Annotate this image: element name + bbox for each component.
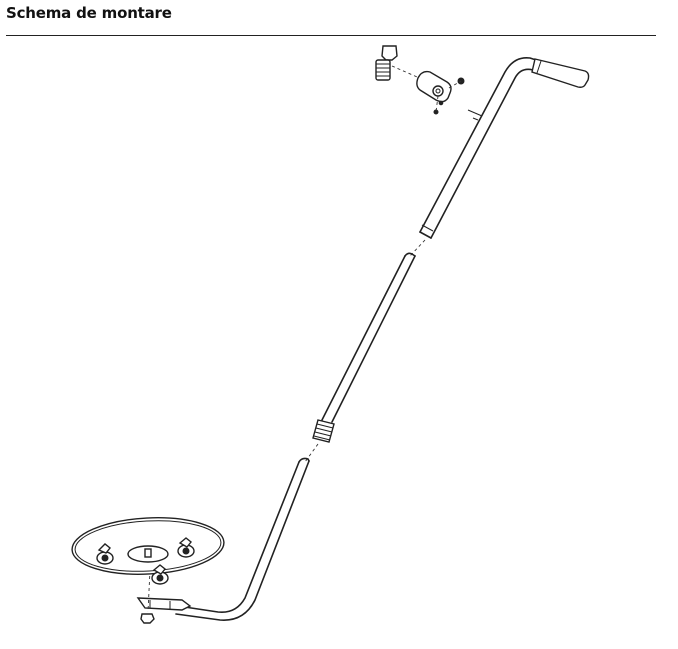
coil-bracket-icon [136,597,192,611]
lock-nut-icon [304,419,335,463]
page-title: Schema de montare [6,4,172,22]
title-divider [6,35,656,36]
bolt-icon [140,569,155,624]
middle-shaft-icon [321,239,426,423]
lower-shaft-icon [175,457,310,621]
armrest-bracket-icon [375,45,465,115]
handle-grip-icon [531,58,590,88]
search-coil-icon [71,517,225,585]
